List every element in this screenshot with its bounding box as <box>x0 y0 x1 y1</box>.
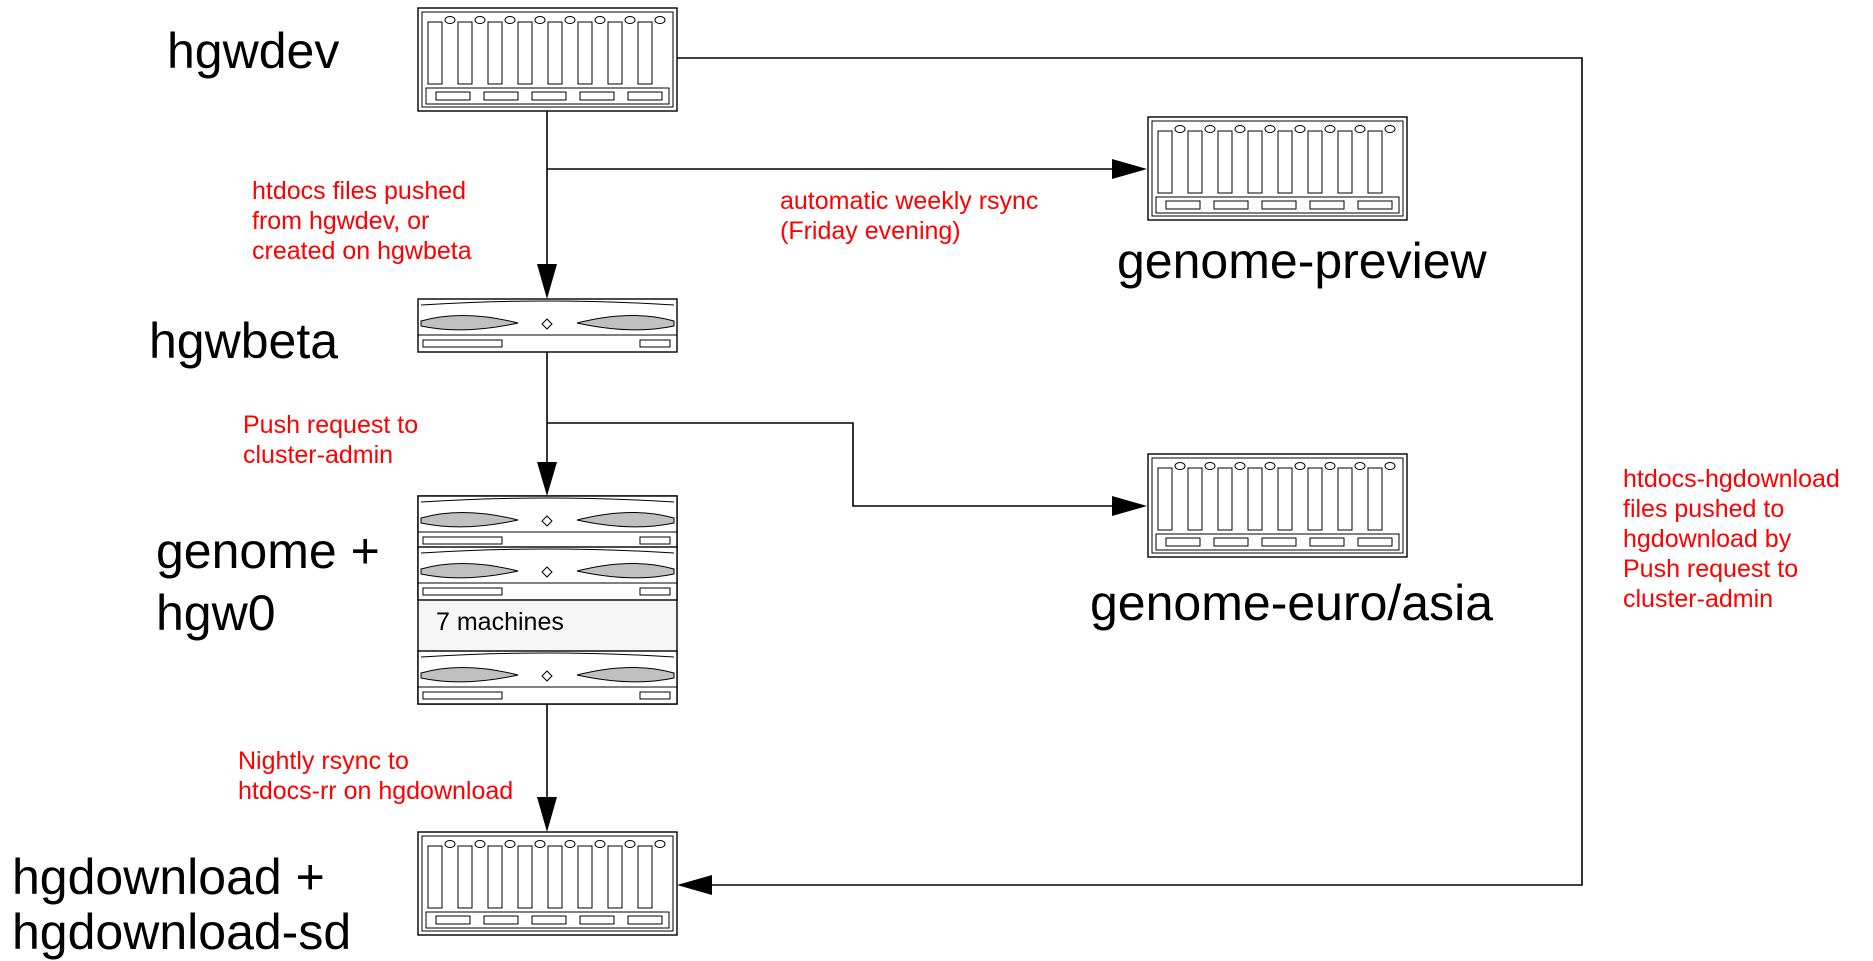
connectors <box>546 57 1583 886</box>
node-label-hgwdev: hgwdev <box>167 23 340 79</box>
node-label-genome-euro-asia: genome-euro/asia <box>1090 575 1494 631</box>
rack-server-unit <box>417 546 678 601</box>
arrowhead-to-hgdownload <box>537 797 557 832</box>
rack-server-stack-icon <box>417 495 678 705</box>
rack-server-icon <box>417 298 678 353</box>
arrowhead-to-genome-euro-asia <box>1112 496 1147 516</box>
tower-server-icon <box>1147 453 1408 558</box>
edge-hgwbeta-to-genome-euro-asia <box>547 422 1112 507</box>
arrowhead-to-genome <box>537 462 557 496</box>
note-push-request: Push request to cluster-admin <box>243 411 419 469</box>
stack-count-label: 7 machines <box>436 608 564 636</box>
note-hgdownload-push: htdocs-hgdownload files pushed to hgdown… <box>1623 465 1840 613</box>
arrowhead-to-hgdownload-right <box>677 875 712 895</box>
arrowhead-to-hgwbeta <box>537 264 557 299</box>
edge-hgwdev-to-hgdownload <box>677 57 1583 886</box>
node-label-genome-line1: genome + <box>156 523 380 579</box>
node-label-hgwbeta: hgwbeta <box>149 313 339 369</box>
tower-server-icon <box>1147 116 1408 221</box>
node-label-hgdownload-line2: hgdownload-sd <box>12 904 352 960</box>
node-label-hgdownload-line1: hgdownload + <box>12 849 325 905</box>
tower-server-icon <box>417 831 678 936</box>
node-label-genome-preview: genome-preview <box>1117 233 1487 289</box>
node-label-genome-line2: hgw0 <box>156 585 276 641</box>
note-weekly-rsync: automatic weekly rsync (Friday evening) <box>780 187 1039 245</box>
arrowheads <box>537 159 1147 895</box>
arrowhead-to-genome-preview <box>1112 159 1147 179</box>
rack-server-unit <box>417 495 678 550</box>
tower-server-icon <box>417 7 678 112</box>
note-htdocs-push: htdocs files pushed from hgwdev, or crea… <box>252 177 472 265</box>
note-nightly-rsync: Nightly rsync to htdocs-rr on hgdownload <box>238 747 514 805</box>
rack-server-unit <box>417 650 678 705</box>
